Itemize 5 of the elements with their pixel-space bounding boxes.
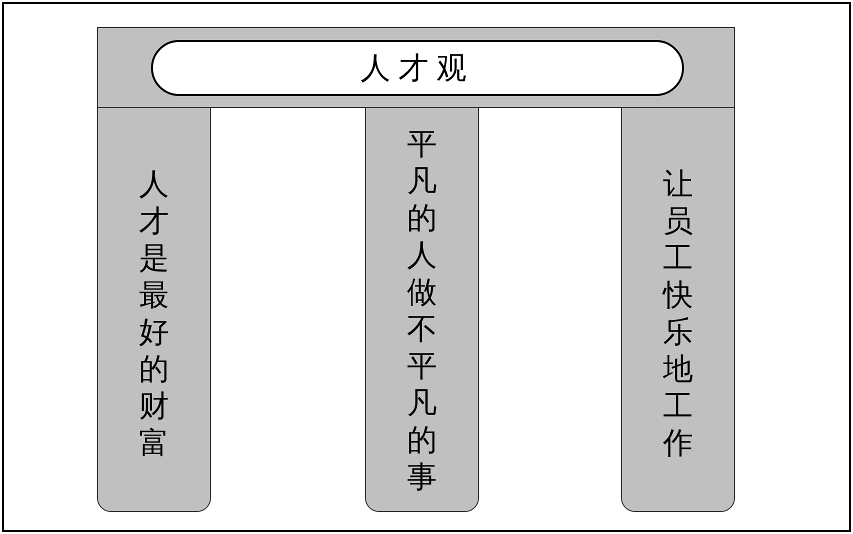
pillar: 让员工快乐地工作 [621, 107, 735, 512]
title-banner: 人才观 [151, 40, 684, 96]
roof-band [97, 27, 735, 108]
pillar: 人才是最好的财富 [97, 107, 211, 512]
pillar: 平凡的人做不平凡的事 [365, 107, 479, 512]
